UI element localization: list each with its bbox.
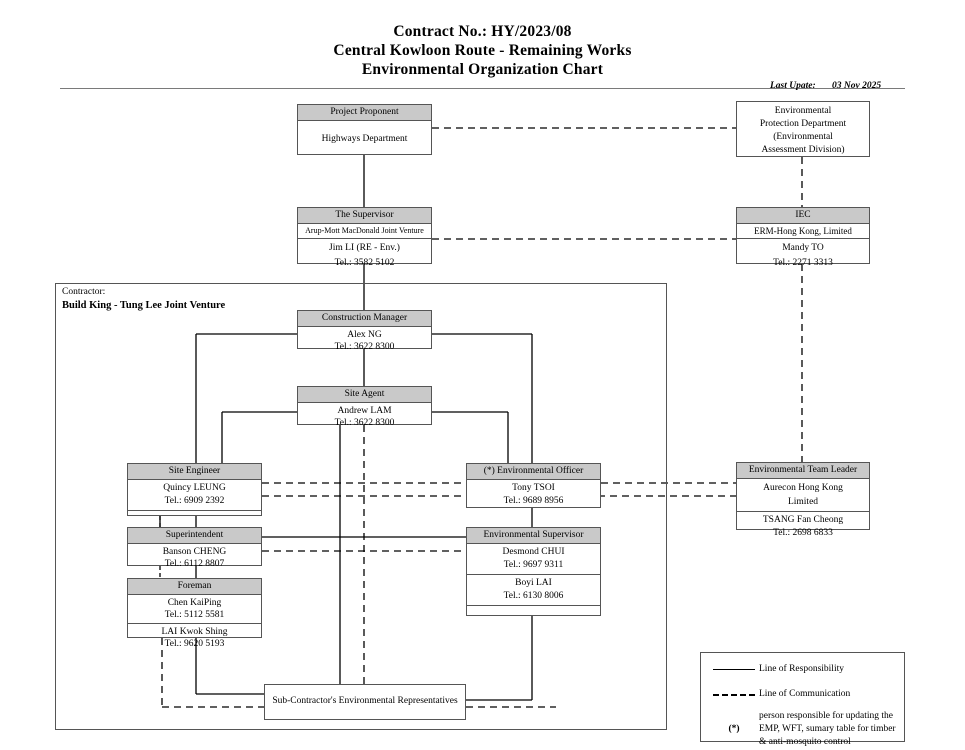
node-environmental-officer-person-tel: Tel.: 9689 8956	[503, 496, 564, 506]
node-construction-manager-person: Alex NG Tel.: 3622 8300	[298, 327, 431, 355]
node-environmental-supervisor-header: Environmental Supervisor	[467, 528, 600, 544]
node-site-agent-person-tel: Tel.: 3622 8300	[334, 418, 395, 428]
node-environmental-officer-person: Tony TSOI Tel.: 9689 8956	[467, 480, 600, 510]
node-environmental-supervisor-person-1-tel: Tel.: 9697 9311	[503, 560, 564, 570]
node-foreman-person-2-name: LAI Kwok Shing	[161, 627, 228, 637]
node-environmental-officer-header: (*) Environmental Officer	[467, 464, 600, 480]
node-sub-contractor-body: Sub-Contractor's Environmental Represent…	[272, 696, 458, 706]
contractor-frame	[55, 283, 667, 730]
node-project-proponent-header: Project Proponent	[298, 105, 431, 121]
legend-communication-label: Line of Communication	[759, 689, 851, 699]
node-iec-person-name: Mandy TO	[782, 243, 824, 253]
contractor-name: Build King - Tung Lee Joint Venture	[62, 300, 226, 311]
node-sub-contractor[interactable]: Sub-Contractor's Environmental Represent…	[264, 684, 466, 720]
node-supervisor-company: Arup-Mott MacDonald Joint Venture	[298, 224, 431, 239]
legend: Line of Responsibility Line of Communica…	[700, 652, 905, 747]
node-site-engineer-header: Site Engineer	[128, 464, 261, 480]
node-environmental-team-leader-person-name: TSANG Fan Cheong	[762, 515, 844, 525]
node-foreman[interactable]: Foreman Chen KaiPing Tel.: 5112 5581 LAI…	[127, 578, 262, 649]
node-supervisor-header: The Supervisor	[298, 208, 431, 224]
legend-row-responsibility: Line of Responsibility	[713, 663, 844, 676]
contractor-label: Contractor: Build King - Tung Lee Joint …	[62, 286, 225, 312]
node-site-agent-person-name: Andrew LAM	[337, 406, 392, 416]
node-foreman-person-2-tel: Tel.: 9620 5193	[164, 639, 225, 649]
node-foreman-header: Foreman	[128, 579, 261, 595]
header-divider	[60, 88, 905, 89]
node-superintendent-person-name: Banson CHENG	[162, 547, 227, 557]
node-iec[interactable]: IEC ERM-Hong Kong, Limited Mandy TO Tel.…	[736, 207, 870, 268]
node-construction-manager-person-name: Alex NG	[347, 330, 382, 340]
node-environmental-team-leader-person: TSANG Fan Cheong Tel.: 2698 6833	[737, 512, 869, 542]
legend-responsibility-label: Line of Responsibility	[759, 664, 844, 674]
node-environmental-supervisor-blank-row	[467, 606, 600, 624]
node-environmental-supervisor-person-2-tel: Tel.: 6130 8006	[503, 591, 564, 601]
legend-asterisk-label: person responsible for updating the EMP,…	[759, 711, 896, 747]
node-environmental-team-leader-company: Aurecon Hong Kong Limited	[737, 479, 869, 512]
node-epd[interactable]: Environmental Protection Department (Env…	[736, 101, 870, 157]
node-environmental-supervisor-person-1-name: Desmond CHUI	[502, 547, 565, 557]
node-environmental-team-leader-header: Environmental Team Leader	[737, 463, 869, 479]
node-environmental-supervisor-person-1: Desmond CHUI Tel.: 9697 9311	[467, 544, 600, 575]
node-superintendent-person: Banson CHENG Tel.: 6112 8807	[128, 544, 261, 572]
node-superintendent[interactable]: Superintendent Banson CHENG Tel.: 6112 8…	[127, 527, 262, 569]
node-superintendent-person-tel: Tel.: 6112 8807	[164, 559, 225, 569]
node-foreman-person-1-name: Chen KaiPing	[167, 598, 222, 608]
node-superintendent-header: Superintendent	[128, 528, 261, 544]
node-epd-line-1: Environmental	[774, 106, 832, 116]
node-iec-person: Mandy TO Tel.: 2271 3313	[737, 239, 869, 273]
node-foreman-person-1: Chen KaiPing Tel.: 5112 5581	[128, 595, 261, 624]
page-title: Contract No.: HY/2023/08 Central Kowloon…	[0, 22, 965, 79]
node-construction-manager-person-tel: Tel.: 3622 8300	[334, 342, 395, 352]
asterisk-icon: (*)	[728, 724, 740, 734]
node-environmental-team-leader-person-tel: Tel.: 2698 6833	[773, 528, 833, 538]
node-iec-header: IEC	[737, 208, 869, 224]
node-epd-line-2: Protection Department	[759, 119, 847, 129]
node-site-engineer-person: Quincy LEUNG Tel.: 6909 2392	[128, 480, 261, 510]
node-environmental-team-leader[interactable]: Environmental Team Leader Aurecon Hong K…	[736, 462, 870, 538]
node-iec-person-tel: Tel.: 2271 3313	[773, 258, 833, 268]
dashed-line-icon	[713, 694, 755, 696]
node-foreman-person-2: LAI Kwok Shing Tel.: 9620 5193	[128, 624, 261, 652]
title-line-3: Environmental Organization Chart	[361, 61, 604, 78]
node-project-proponent[interactable]: Project Proponent Highways Department	[297, 104, 432, 155]
node-environmental-team-leader-company-line1: Aurecon Hong Kong	[763, 483, 843, 493]
last-update-value: 03 Nov 2025	[832, 81, 882, 91]
node-environmental-supervisor-person-2-name: Boyi LAI	[515, 578, 552, 588]
node-environmental-team-leader-company-line2: Limited	[787, 497, 819, 507]
node-supervisor-person: Jim LI (RE - Env.) Tel.: 3582 5102	[298, 239, 431, 273]
node-foreman-person-1-tel: Tel.: 5112 5581	[164, 610, 225, 620]
legend-row-communication: Line of Communication	[713, 688, 850, 701]
node-construction-manager-header: Construction Manager	[298, 311, 431, 327]
node-site-engineer-person-tel: Tel.: 6909 2392	[164, 496, 225, 506]
legend-row-asterisk: (*) person responsible for updating the …	[713, 710, 901, 749]
node-iec-company: ERM-Hong Kong, Limited	[737, 224, 869, 239]
solid-line-icon	[713, 669, 755, 670]
node-environmental-officer[interactable]: (*) Environmental Officer Tony TSOI Tel.…	[466, 463, 601, 508]
node-site-engineer[interactable]: Site Engineer Quincy LEUNG Tel.: 6909 23…	[127, 463, 262, 516]
node-environmental-officer-person-name: Tony TSOI	[512, 483, 555, 493]
node-site-engineer-blank-row	[128, 510, 261, 529]
node-environmental-supervisor[interactable]: Environmental Supervisor Desmond CHUI Te…	[466, 527, 601, 616]
node-site-agent[interactable]: Site Agent Andrew LAM Tel.: 3622 8300	[297, 386, 432, 428]
node-epd-line-4: Assessment Division)	[761, 145, 845, 155]
node-construction-manager[interactable]: Construction Manager Alex NG Tel.: 3622 …	[297, 310, 432, 352]
node-site-engineer-person-name: Quincy LEUNG	[163, 483, 226, 493]
node-epd-line-3: (Environmental	[773, 132, 833, 142]
title-line-1: Contract No.: HY/2023/08	[393, 23, 572, 40]
node-epd-body: Environmental Protection Department (Env…	[737, 102, 869, 160]
contractor-label-text: Contractor:	[62, 287, 106, 297]
node-site-agent-header: Site Agent	[298, 387, 431, 403]
title-line-2: Central Kowloon Route - Remaining Works	[333, 42, 632, 59]
node-site-agent-person: Andrew LAM Tel.: 3622 8300	[298, 403, 431, 431]
node-project-proponent-body: Highways Department	[321, 134, 408, 144]
node-supervisor[interactable]: The Supervisor Arup-Mott MacDonald Joint…	[297, 207, 432, 268]
last-update: Last Upate: 03 Nov 2025	[770, 81, 960, 91]
node-environmental-supervisor-person-2: Boyi LAI Tel.: 6130 8006	[467, 575, 600, 606]
node-supervisor-person-tel: Tel.: 3582 5102	[334, 258, 395, 268]
node-supervisor-person-name: Jim LI (RE - Env.)	[329, 243, 400, 253]
last-update-label: Last Upate:	[770, 81, 816, 91]
